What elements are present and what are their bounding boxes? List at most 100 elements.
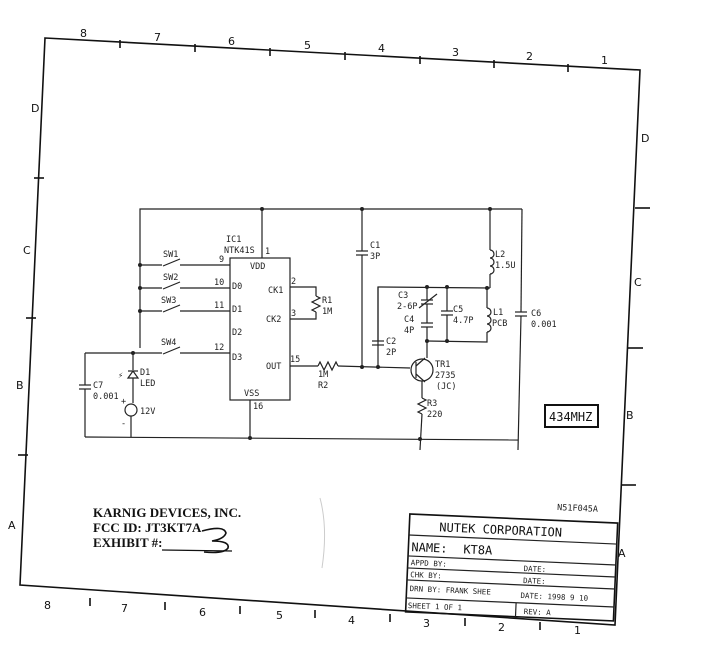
row-label: C [23,244,31,257]
revision: REV: A [524,607,552,617]
l2-value: 1.5U [495,261,515,271]
col-label: 3 [452,46,459,59]
ic1-body [229,257,291,401]
col-label: 8 [80,27,87,40]
battery-plus: + [121,397,126,407]
row-label: A [618,547,626,560]
ic-pin-vss: VSS [244,389,259,399]
d1-ref: D1 [140,368,150,378]
led-light-icon: ⚡ [118,371,123,381]
paper-fold-mark [319,497,326,569]
pin-label: 10 [214,278,224,288]
title-block: NUTEK CORPORATION NAME: KT8A APPD BY: DA… [404,513,619,622]
ic-pin-d3: D3 [232,353,242,363]
pin-label: 11 [214,301,224,311]
r1-value: 1M [322,307,332,317]
name-value: KT8A [463,542,493,557]
ic-pin-ck2: CK2 [266,315,281,325]
sw1-label: SW1 [163,250,178,260]
tr1-ref: TR1 [435,360,450,370]
ic-pin-d0: D0 [232,282,242,292]
exhibit-number-handwritten [201,527,229,554]
sw3-label: SW3 [161,296,176,306]
tr1-symbol [410,358,434,382]
col-label: 6 [199,606,206,619]
pin-label: 9 [219,255,224,265]
frame-ticks [18,40,650,630]
col-label: 4 [348,614,355,627]
row-label: B [626,409,634,422]
frequency-box [544,404,599,428]
d1-led-symbol [126,369,140,379]
col-label: 5 [276,609,283,622]
c5-value: 4.7P [453,316,473,326]
frequency-label: 434MHZ [549,410,592,424]
circuit-wires [79,208,527,451]
ic-pin-d2: D2 [232,328,242,338]
c3-ref: C3 [398,291,408,301]
row-label: A [8,519,16,532]
c2-ref: C2 [386,337,396,347]
row-label: D [641,132,649,145]
drawing-border [19,37,641,626]
pin-label: 3 [291,309,296,319]
c7-value: 0.001 [93,392,119,402]
col-label: 3 [423,617,430,630]
row-label: B [16,379,24,392]
r3-ref: R3 [427,399,437,409]
ic-pin-vdd: VDD [250,262,265,272]
stamp-exhibit: EXHIBIT #: [93,535,162,550]
pin-label: 1 [265,247,270,257]
appd-by: APPD BY: [411,558,447,569]
battery-value: 12V [140,407,155,417]
col-label: 1 [574,624,581,637]
pin-label: 15 [290,355,300,365]
pin-label: 16 [253,402,263,412]
d1-value: LED [140,379,155,389]
pin-label: 12 [214,343,224,353]
sw4-label: SW4 [161,338,176,348]
pin-label: 2 [291,277,296,287]
stamp-company: KARNIG DEVICES, INC. [93,505,241,520]
title-company: NUTEK CORPORATION [439,520,562,539]
date-appd: DATE: [523,564,546,574]
date-chk: DATE: [523,576,546,586]
c4-ref: C4 [404,315,414,325]
col-label: 5 [304,39,311,52]
col-label: 4 [378,42,385,55]
row-label: D [31,102,39,115]
col-label: 6 [228,35,235,48]
date-drn: DATE: 1998 9 10 [520,591,589,603]
col-label: 7 [121,602,128,615]
sw2-label: SW2 [163,273,178,283]
r1-ref: R1 [322,296,332,306]
drn-by: DRN BY: FRANK SHEE [409,584,491,597]
col-label: 7 [154,31,161,44]
ic-pin-ck1: CK1 [268,286,283,296]
junction-dots [131,207,492,441]
c7-ref: C7 [93,381,103,391]
c5-ref: C5 [453,305,463,315]
c1-value: 3P [370,252,380,262]
c6-ref: C6 [531,309,541,319]
r2-value: 1M [318,370,328,380]
c6-value: 0.001 [531,320,557,330]
l1-value: PCB [492,319,507,329]
c3-value: 2-6P [397,302,417,312]
col-label: 8 [44,599,51,612]
tr1-note: (JC) [436,382,456,392]
ic1-ref: IC1 [226,235,241,245]
chk-by: CHK BY: [410,570,442,580]
col-label: 2 [498,621,505,634]
row-label: C [634,276,642,289]
l1-ref: L1 [493,308,503,318]
sheet-number: SHEET 1 OF 1 [408,601,463,612]
col-label: 1 [601,54,608,67]
col-label: 2 [526,50,533,63]
r3-value: 220 [427,410,442,420]
drawing-number: N51F045A [557,503,598,515]
tr1-value: 2735 [435,371,455,381]
r2-ref: R2 [318,381,328,391]
ic-pin-d1: D1 [232,305,242,315]
